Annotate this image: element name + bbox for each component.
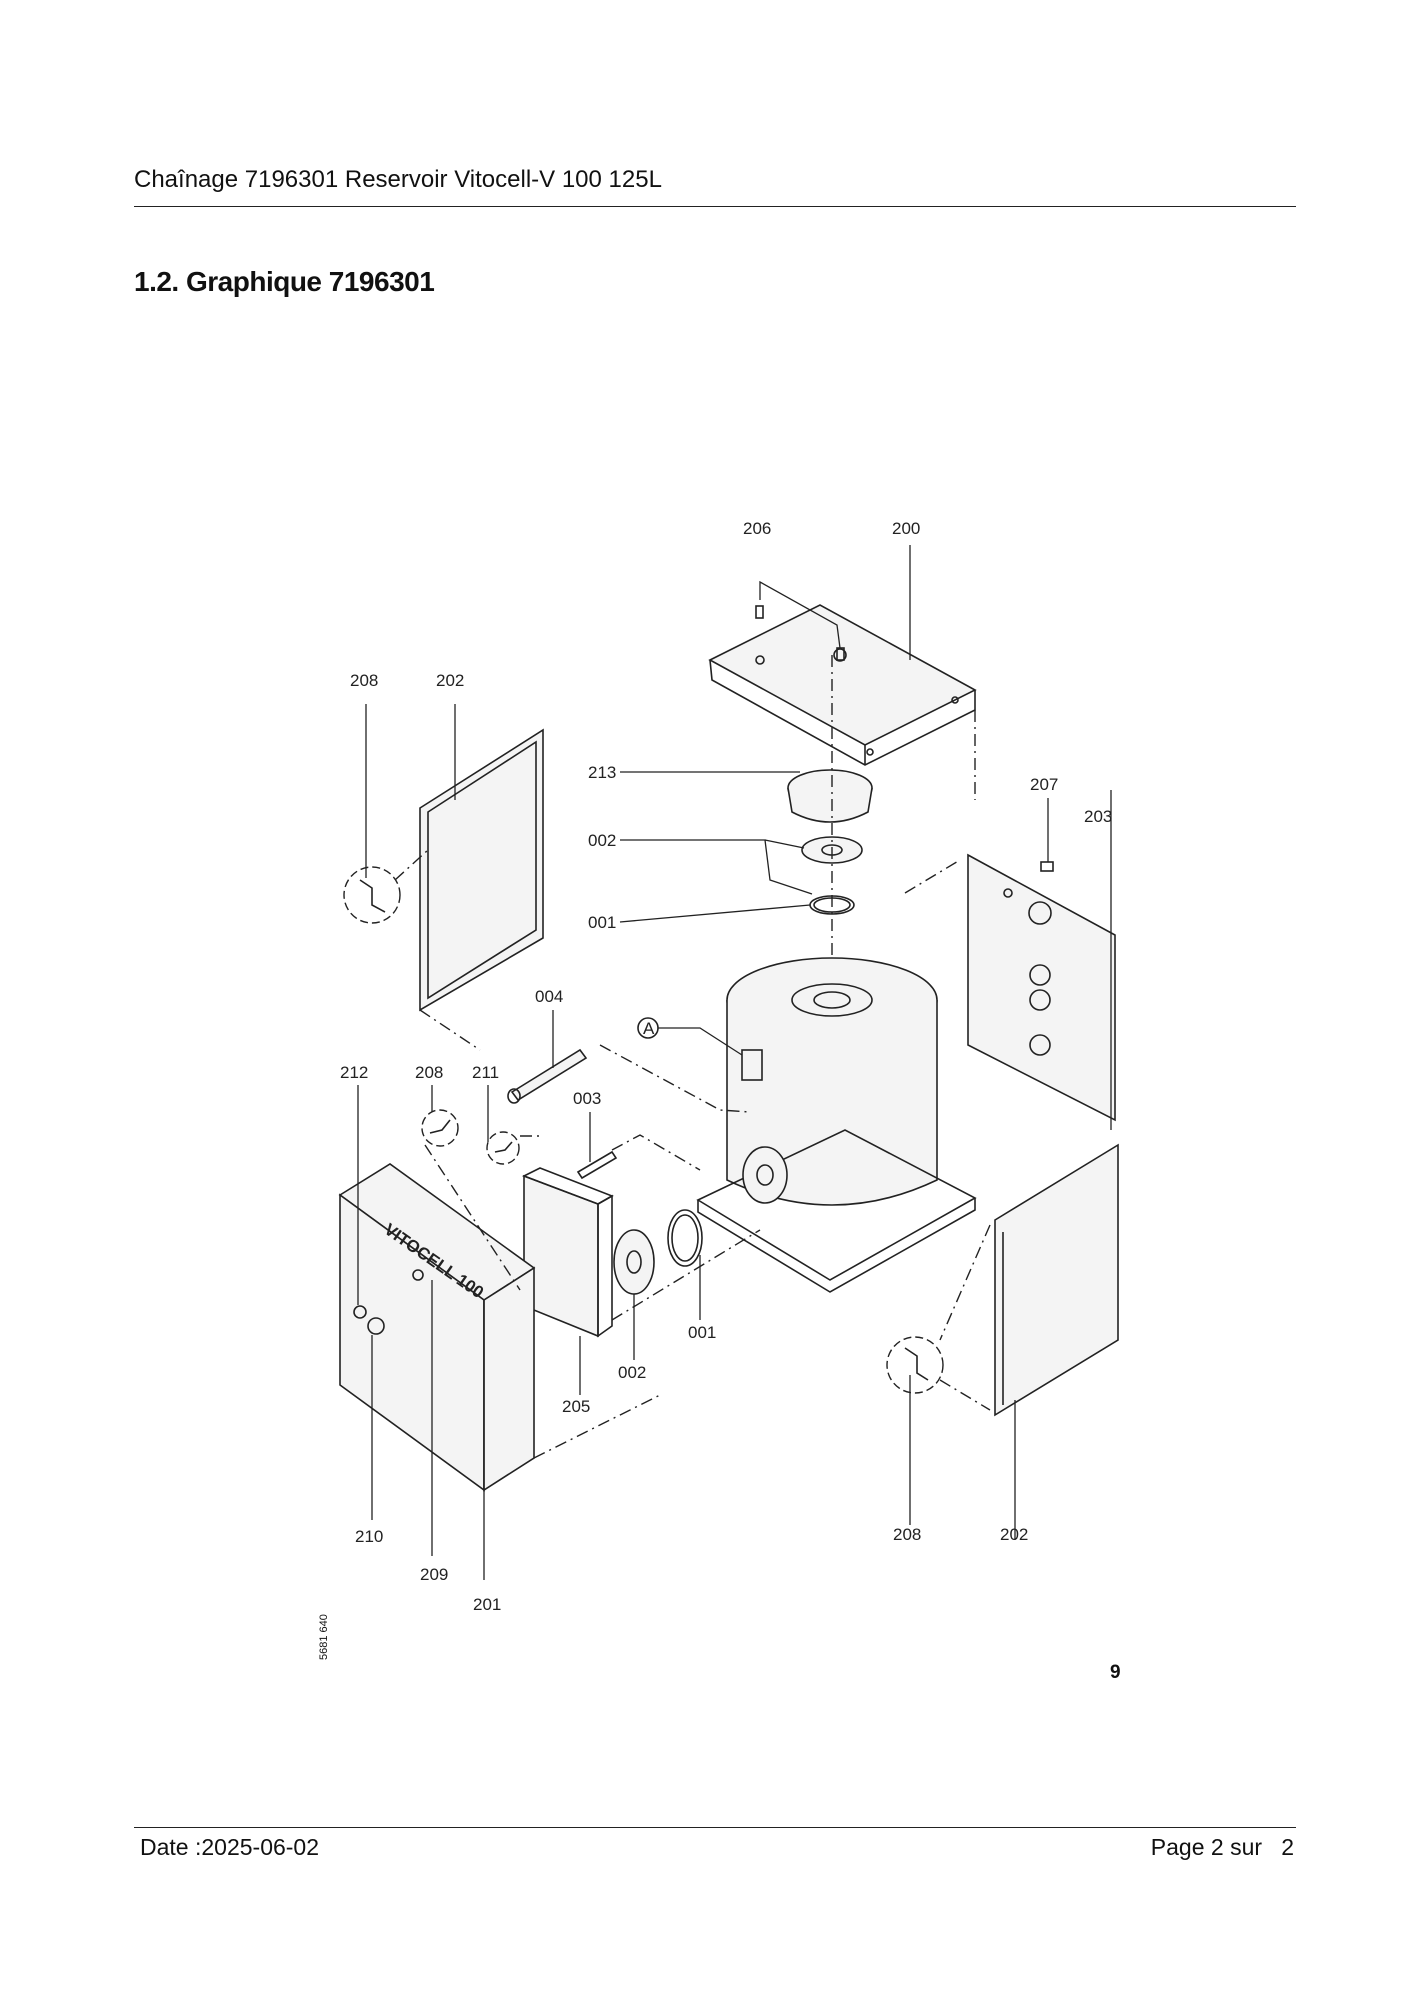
top-cover-part — [708, 604, 977, 766]
drawing-reference-code: 5681 640 — [318, 1614, 330, 1660]
callout-202-bottom: 202 — [1000, 1525, 1028, 1544]
callout-004: 004 — [535, 987, 563, 1006]
detail-circle-208-top — [343, 704, 456, 924]
figure-number: 9 — [1110, 1662, 1121, 1683]
footer-date: Date :2025-06-02 — [140, 1834, 320, 1860]
document-header-title: Chaînage 7196301 Reservoir Vitocell-V 10… — [134, 166, 662, 193]
callout-211: 211 — [472, 1063, 499, 1082]
section-heading: 1.2. Graphique 7196301 — [134, 266, 435, 297]
insulation-lid-part — [787, 769, 873, 823]
screw-207 — [1040, 798, 1054, 872]
callout-201: 201 — [473, 1595, 501, 1614]
footer-page-number: Page 2 sur 2 — [1150, 1834, 1294, 1860]
callout-001-top: 001 — [588, 913, 616, 932]
label-a-marker — [637, 1017, 743, 1056]
footer-divider — [134, 1827, 1296, 1828]
detail-circle-211 — [486, 1085, 540, 1165]
callout-a: A — [643, 1019, 655, 1038]
callout-208-mid: 208 — [415, 1063, 443, 1082]
callout-002-top: 002 — [588, 831, 616, 850]
insulation-block-205 — [522, 1167, 614, 1395]
side-panel-202-right — [939, 1143, 1119, 1540]
side-panel-202-left — [419, 728, 544, 1051]
callout-207: 207 — [1030, 775, 1058, 794]
detail-circle-208-mid — [421, 1085, 521, 1291]
callout-210: 210 — [355, 1527, 383, 1546]
callout-203: 203 — [1084, 807, 1112, 826]
front-panel-201 — [338, 1163, 661, 1580]
gasket-001-bottom — [667, 1209, 703, 1320]
callout-212: 212 — [340, 1063, 368, 1082]
water-tank-body — [696, 957, 977, 1293]
header-divider — [134, 206, 1296, 207]
screw-206 — [755, 580, 845, 661]
callout-200: 200 — [892, 519, 920, 538]
element-003 — [576, 1112, 701, 1180]
sensor-well-004 — [507, 1010, 751, 1113]
callout-205: 205 — [562, 1397, 590, 1416]
callout-202-top: 202 — [436, 671, 464, 690]
detail-circle-208-bottom — [886, 1336, 991, 1525]
callout-208-top: 208 — [350, 671, 378, 690]
callout-002-bottom: 002 — [618, 1363, 646, 1382]
rear-panel-203 — [904, 790, 1116, 1130]
callout-003: 003 — [573, 1089, 601, 1108]
callout-001-bottom: 001 — [688, 1323, 716, 1342]
callout-213: 213 — [588, 763, 616, 782]
callout-206: 206 — [743, 519, 771, 538]
flange-002-bottom — [613, 1229, 655, 1360]
callout-208-bottom: 208 — [893, 1525, 921, 1544]
callout-209: 209 — [420, 1565, 448, 1584]
